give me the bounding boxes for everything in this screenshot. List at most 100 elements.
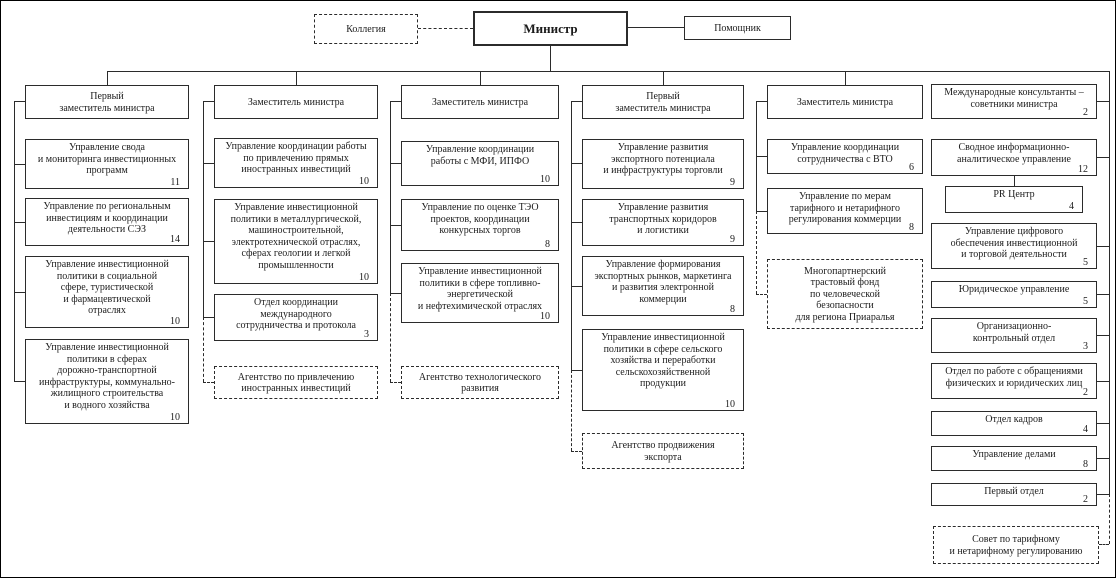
dept-label: Управление развития транспортных коридор… — [609, 202, 717, 236]
staff-count: 14 — [170, 234, 180, 245]
col5-header: Заместитель министра — [767, 85, 923, 119]
col2-agency: Агентство по привлечению иностранных инв… — [214, 366, 378, 399]
dept-label: Управление свода и мониторинга инвестици… — [37, 142, 177, 176]
dept-label: Управление инвестиционной политики в сфе… — [601, 332, 725, 389]
connector-stub — [203, 241, 214, 242]
staff-count: 5 — [1083, 296, 1088, 307]
staff-count: 10 — [170, 316, 180, 327]
col5-dept-1: Управление координации сотрудничества с … — [767, 139, 923, 174]
col3-spine — [390, 101, 391, 293]
dept-label: Сводное информационно- аналитическое упр… — [957, 142, 1071, 165]
staff-count: 8 — [909, 222, 914, 233]
connector-stub — [203, 101, 214, 102]
connector-stub — [1097, 458, 1109, 459]
connector-stub — [1097, 423, 1109, 424]
col5-spine-dashed — [756, 211, 757, 294]
box-assistant: Помощник — [684, 16, 791, 40]
connector-stub — [663, 71, 664, 85]
box-minister: Министр — [473, 11, 628, 46]
col6-dept-consultants: Международные консультанты – советники м… — [931, 84, 1097, 119]
dept-label: Управление цифрового обеспечения инвести… — [950, 226, 1078, 260]
connector-stub-dashed — [1099, 544, 1109, 545]
connector-stub — [1097, 246, 1109, 247]
staff-count: 5 — [1083, 257, 1088, 268]
connector-stub — [390, 163, 401, 164]
agency-label: Агентство по привлечению иностранных инв… — [237, 371, 355, 395]
connector-stub — [571, 370, 582, 371]
box-label: Коллегия — [346, 23, 386, 35]
dept-label: Управление инвестиционной политики в сфе… — [417, 266, 543, 312]
col4-spine — [571, 101, 572, 370]
col6-council: Совет по тарифному и нетарифному регулир… — [933, 526, 1099, 564]
col2-header: Заместитель министра — [214, 85, 378, 119]
connector-stub — [14, 101, 25, 102]
staff-count: 8 — [1083, 459, 1088, 470]
col2-spine — [203, 101, 204, 317]
dept-label: Организационно- контрольный отдел — [972, 321, 1056, 344]
connector-stub — [1097, 494, 1109, 495]
col1-dept-4: Управление инвестиционной политики в сфе… — [25, 339, 189, 424]
council-label: Совет по тарифному и нетарифному регулир… — [949, 534, 1083, 557]
staff-count: 12 — [1078, 164, 1088, 175]
staff-count: 2 — [1083, 387, 1088, 398]
col1-dept-1: Управление свода и мониторинга инвестици… — [25, 139, 189, 189]
header-label: Заместитель министра — [247, 96, 345, 108]
staff-count: 8 — [730, 304, 735, 315]
col6-dept-control: Организационно- контрольный отдел 3 — [931, 318, 1097, 353]
dept-label: Управление делами — [972, 449, 1056, 460]
col6-dept-digital: Управление цифрового обеспечения инвести… — [931, 223, 1097, 269]
connector-stub — [1097, 335, 1109, 336]
connector-stub — [14, 164, 25, 165]
staff-count: 10 — [725, 399, 735, 410]
dept-label: Отдел координации международного сотрудн… — [236, 297, 356, 331]
col6-dept-appeals: Отдел по работе с обращениями физических… — [931, 363, 1097, 399]
staff-count: 9 — [730, 234, 735, 245]
header-label: Заместитель министра — [796, 96, 894, 108]
connector-stub — [14, 381, 25, 382]
connector-bus — [107, 71, 1109, 72]
col2-dept-1: Управление координации работы по привлеч… — [214, 138, 378, 188]
connector-stub — [14, 292, 25, 293]
connector-stub — [756, 156, 767, 157]
connector-stub-dashed — [756, 294, 767, 295]
agency-label: Агентство продвижения экспорта — [611, 440, 715, 463]
connector-stub — [390, 225, 401, 226]
col1-header: Первый заместитель министра — [25, 85, 189, 119]
col4-dept-2: Управление развития транспортных коридор… — [582, 199, 744, 246]
col4-dept-3: Управление формирования экспортных рынко… — [582, 256, 744, 316]
connector-stub — [390, 293, 401, 294]
col6-dept-analytics: Сводное информационно- аналитическое упр… — [931, 139, 1097, 176]
col6-spine — [1109, 71, 1110, 494]
col1-spine — [14, 101, 15, 381]
box-label: Помощник — [714, 22, 761, 34]
dept-label: Отдел кадров — [985, 414, 1043, 425]
connector-minister-drop — [550, 46, 551, 71]
col2-spine-dashed — [203, 317, 204, 382]
dept-label: PR Центр — [993, 189, 1035, 200]
col4-agency: Агентство продвижения экспорта — [582, 433, 744, 469]
staff-count: 8 — [545, 239, 550, 250]
agency-label: Агентство технологического развития — [418, 371, 542, 395]
col4-spine-dashed — [571, 370, 572, 451]
connector-stub — [14, 222, 25, 223]
connector-stub — [571, 163, 582, 164]
staff-count: 3 — [364, 329, 369, 340]
staff-count: 2 — [1083, 494, 1088, 505]
col6-dept-hr: Отдел кадров 4 — [931, 411, 1097, 436]
staff-count: 11 — [170, 177, 180, 188]
col4-dept-1: Управление развития экспортного потенциа… — [582, 139, 744, 189]
col1-dept-3: Управление инвестиционной политики в соц… — [25, 256, 189, 328]
connector-stub — [203, 317, 214, 318]
connector-pr-center — [1014, 176, 1015, 186]
col5-fund: Многопартнерский трастовый фонд по челов… — [767, 259, 923, 329]
staff-count: 3 — [1083, 341, 1088, 352]
dept-label: Управление координации работы по привлеч… — [225, 141, 367, 175]
col3-spine-dashed — [390, 293, 391, 382]
dept-label: Юридическое управление — [958, 284, 1070, 295]
fund-label: Многопартнерский трастовый фонд по челов… — [795, 265, 895, 323]
connector-stub — [1097, 381, 1109, 382]
col3-dept-1: Управление координации работы с МФИ, ИПФ… — [401, 141, 559, 186]
box-label: Министр — [523, 21, 578, 37]
col6-dept-pr-center: PR Центр 4 — [945, 186, 1083, 213]
